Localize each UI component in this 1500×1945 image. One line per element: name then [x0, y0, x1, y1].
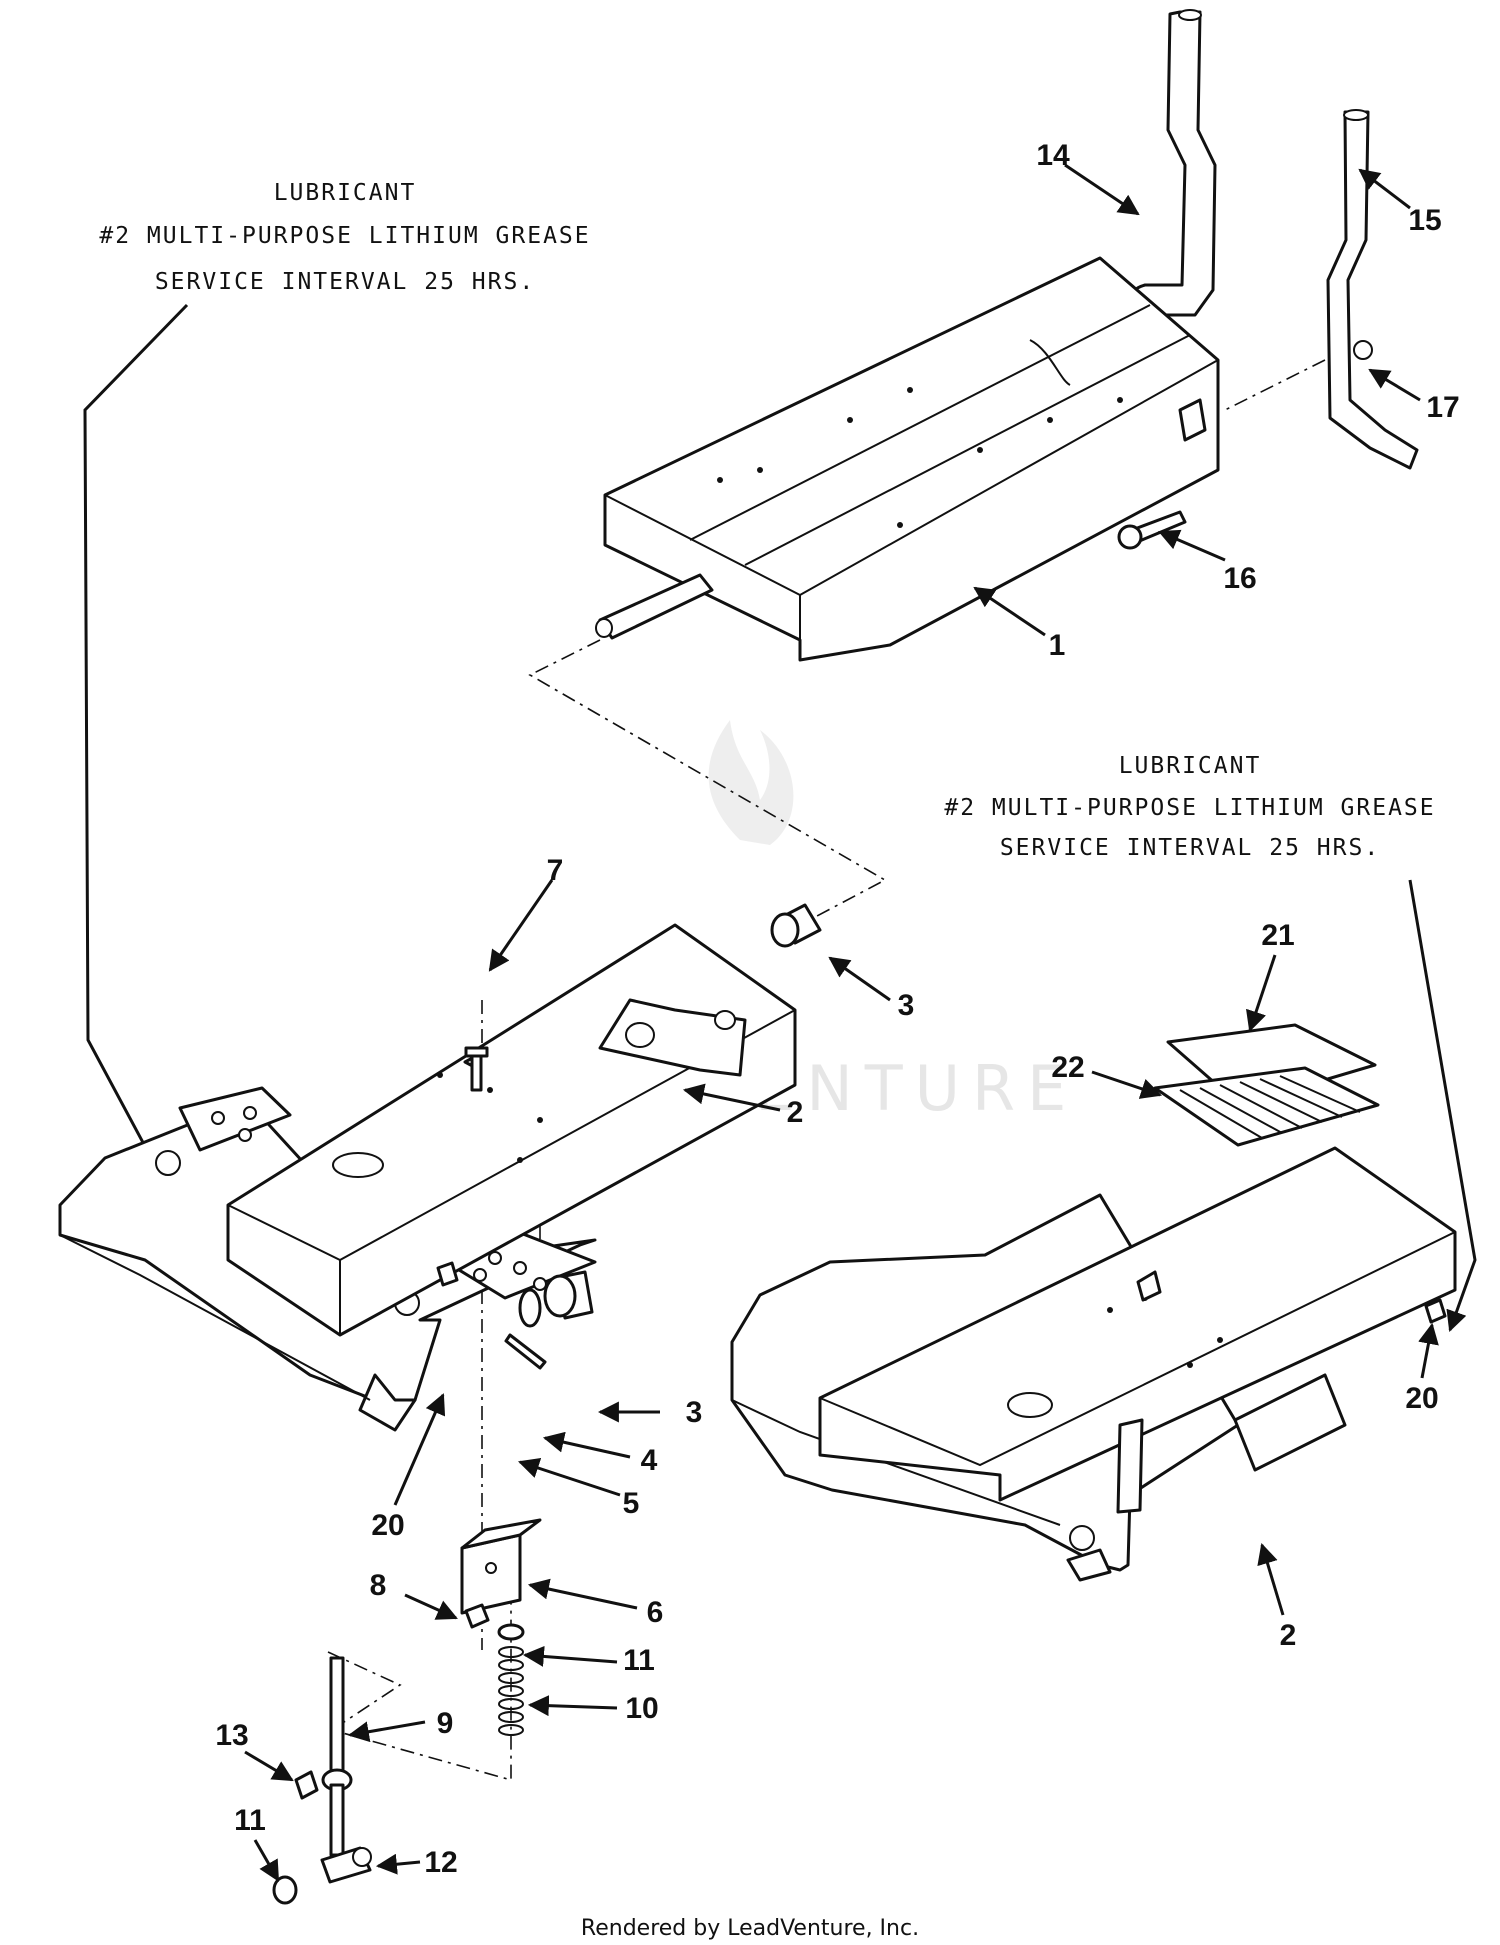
- lubricant-right-interval: SERVICE INTERVAL 25 HRS.: [1000, 835, 1380, 861]
- bracket-6: [460, 1518, 542, 1615]
- handle-rod-right: [1326, 109, 1419, 470]
- callout-13: 13: [215, 1719, 248, 1752]
- callout-1: 1: [1049, 629, 1066, 662]
- leader-lines: [244, 163, 1439, 1882]
- lubricant-right-title: LUBRICANT: [1119, 753, 1262, 779]
- callout-15: 15: [1408, 204, 1441, 237]
- washer-11-upper: [497, 1623, 525, 1641]
- clevis-12: [320, 1846, 372, 1884]
- part-13: [294, 1770, 319, 1800]
- bolt-9: [321, 1656, 353, 1857]
- callout-21: 21: [1261, 919, 1294, 952]
- seat-frame: [595, 256, 1220, 662]
- pivot-bracket-left: [226, 923, 797, 1337]
- callout-22: 22: [1051, 1051, 1084, 1084]
- callout-8: 8: [370, 1569, 387, 1602]
- footer-credit: Rendered by LeadVenture, Inc.: [581, 1916, 919, 1941]
- bolt-7: [464, 1046, 489, 1092]
- washer-11-lower: [272, 1875, 298, 1905]
- callout-3-upper: 3: [898, 989, 915, 1022]
- callout-14: 14: [1036, 139, 1070, 172]
- callout-20-left: 20: [371, 1509, 404, 1542]
- callout-5: 5: [623, 1487, 640, 1520]
- grease-fitting-20-right: [1424, 1298, 1447, 1324]
- pivot-bracket-right: [818, 1146, 1457, 1514]
- callout-3-lower: 3: [686, 1396, 703, 1429]
- lubricant-left-interval: SERVICE INTERVAL 25 HRS.: [155, 269, 535, 295]
- nut-8: [464, 1603, 490, 1629]
- bushing-3-lower: [543, 1270, 594, 1320]
- spring-10: [498, 1646, 524, 1736]
- bushing-3-upper: [770, 903, 822, 948]
- callout-2-right: 2: [1280, 1619, 1297, 1652]
- lubricant-right-grease: #2 MULTI-PURPOSE LITHIUM GREASE: [944, 795, 1435, 821]
- callout-11-upper: 11: [623, 1644, 655, 1677]
- callout-20-right: 20: [1405, 1382, 1438, 1415]
- callout-10: 10: [625, 1692, 658, 1725]
- callout-4: 4: [641, 1444, 658, 1477]
- cotter-pin-5: [504, 1333, 547, 1370]
- callout-12: 12: [424, 1846, 457, 1879]
- callout-6: 6: [647, 1596, 664, 1629]
- callout-16: 16: [1223, 562, 1256, 595]
- lubricant-left-grease: #2 MULTI-PURPOSE LITHIUM GREASE: [99, 223, 590, 249]
- callout-7: 7: [547, 854, 564, 887]
- lubricant-left-title: LUBRICANT: [274, 180, 417, 206]
- assembly-line-1: [528, 639, 887, 926]
- washer-4: [518, 1288, 542, 1328]
- lubricant-note-left: LUBRICANT #2 MULTI-PURPOSE LITHIUM GREAS…: [83, 180, 590, 1151]
- callout-17: 17: [1426, 391, 1459, 424]
- assembly-line-2: [1224, 359, 1326, 411]
- lubricant-note-right: LUBRICANT #2 MULTI-PURPOSE LITHIUM GREAS…: [944, 753, 1477, 1332]
- handle-rod-left: [1127, 9, 1217, 317]
- nut-17: [1353, 340, 1373, 360]
- callout-2-left: 2: [787, 1096, 804, 1129]
- pad-22: [1153, 1066, 1380, 1147]
- bolt-16: [1117, 510, 1187, 550]
- grease-fitting-20-left: [436, 1261, 459, 1287]
- callout-9: 9: [437, 1707, 454, 1740]
- callout-11-lower: 11: [234, 1804, 266, 1837]
- assembly-line-5: [327, 1560, 512, 1782]
- callout-numbers: 14 15 17 16 1 7 3 2 3 4 5 20 6 8 11 10 9…: [215, 139, 1459, 1879]
